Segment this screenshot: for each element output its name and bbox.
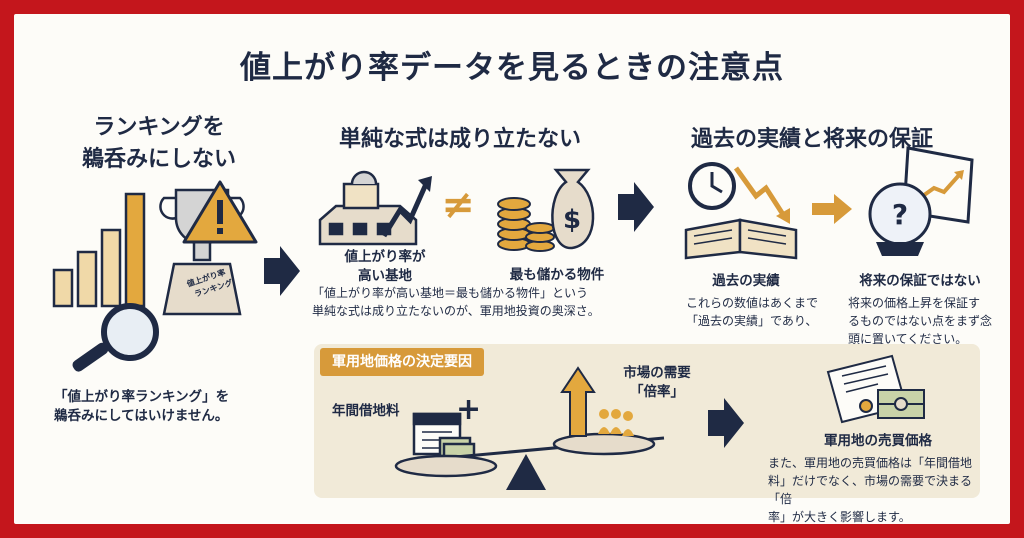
annual-rent-label: 年間借地料: [332, 403, 400, 419]
future-text: 将来の価格上昇を保証す るものではない点をまず念 頭に置いてください。: [848, 294, 998, 348]
military-base-icon: [318, 170, 418, 246]
arrow-right-icon: [618, 182, 654, 232]
sale-price-text-line-1: また、軍用地の売買価格は「年間借地: [768, 456, 973, 470]
formula-body-line-2: 単純な式は成り立たないのが、軍用地投資の奥深さ。: [312, 304, 600, 318]
future-text-line-1: 将来の価格上昇を保証す: [848, 296, 981, 310]
factors-tag: 軍用地価格の決定要因: [320, 348, 484, 376]
past-label: 過去の実績: [712, 273, 780, 289]
base-growth-illustration: [318, 170, 432, 246]
ranking-caption-line-2: 鵜呑みにしてはいけません。: [54, 408, 229, 424]
formula-right-label: 最も儲かる物件: [509, 267, 605, 283]
ranking-illustration: 値上がり率 ランキング: [52, 180, 258, 372]
people-demand-icon: [560, 366, 634, 437]
money-bag-icon: $: [551, 168, 595, 250]
contract-money-illustration: [826, 354, 925, 424]
future-text-line-3: 頭に置いてください。: [848, 332, 968, 346]
svg-text:$: $: [563, 205, 581, 235]
future-text-line-2: るものではない点をまず念: [848, 314, 993, 328]
future-illustration: ?: [868, 146, 974, 256]
small-arrow-icon: [812, 194, 852, 224]
not-equal-symbol: ≠: [441, 182, 475, 228]
market-demand-label: 市場の需要 「倍率」: [612, 364, 702, 402]
market-demand-line-1: 市場の需要: [623, 365, 691, 381]
ranking-heading-line-2: 鵜呑みにしない: [81, 147, 236, 172]
seesaw-icon: [394, 432, 665, 490]
past-future-heading: 過去の実績と将来の保証: [690, 127, 933, 152]
calendar-money-icon: [412, 412, 476, 464]
formula-left-label-line-1: 値上がり率が: [344, 249, 426, 265]
infographic-card: 値上がり率データを見るときの注意点 ランキングを 鵜呑みにしない 値上がり率 ラ…: [14, 14, 1010, 524]
coin-stack-icon: [497, 197, 555, 252]
sale-price-label: 軍用地の売買価格: [824, 433, 932, 449]
money-bag-illustration: $: [497, 168, 595, 252]
svg-text:?: ?: [892, 198, 908, 231]
market-demand-line-2: 「倍率」: [630, 384, 684, 400]
past-record-illustration: [684, 162, 798, 260]
formula-left-label-line-2: 高い基地: [358, 268, 412, 284]
formula-heading: 単純な式は成り立たない: [338, 127, 581, 152]
arrow-right-icon: [264, 246, 300, 296]
crystal-ball-icon: ?: [868, 182, 932, 256]
down-trend-arrow-icon: [733, 166, 790, 224]
sale-price-text-line-2: 料」だけでなく、市場の需要で決まる「倍: [768, 474, 973, 506]
ranking-heading-line-1: ランキングを: [93, 115, 225, 140]
ranking-caption: 「値上がり率ランキング」を 鵜呑みにしてはいけません。: [54, 388, 294, 426]
formula-left-label: 値上がり率が 高い基地: [330, 248, 440, 286]
sale-price-text-line-3: 率」が大きく影響します。: [768, 510, 911, 524]
open-book-icon: [684, 218, 798, 260]
past-text-line-2: 「過去の実績」であり、: [686, 314, 818, 328]
warning-icon: [182, 180, 258, 244]
ranking-heading: ランキングを 鵜呑みにしない: [54, 112, 264, 176]
balance-scale-illustration: [394, 366, 665, 490]
formula-body-line-1: 「値上がり率が高い基地＝最も儲かる物件」という: [312, 286, 589, 300]
sale-price-text: また、軍用地の売買価格は「年間借地 料」だけでなく、市場の需要で決まる「倍 率」…: [768, 454, 978, 526]
growth-arrow-icon: [381, 176, 432, 238]
money-stack-icon: [877, 389, 925, 419]
magnifier-icon: [72, 303, 159, 372]
ranking-caption-line-1: 「値上がり率ランキング」を: [54, 389, 230, 405]
past-text: これらの数値はあくまで 「過去の実績」であり、: [686, 294, 826, 330]
future-label: 将来の保証ではない: [859, 273, 981, 289]
bar-chart-icon: [52, 192, 146, 308]
clock-icon: [688, 162, 736, 210]
page-title: 値上がり率データを見るときの注意点: [240, 50, 784, 86]
arrow-right-icon: [708, 398, 744, 448]
past-text-line-1: これらの数値はあくまで: [686, 296, 819, 310]
formula-body: 「値上がり率が高い基地＝最も儲かる物件」という 単純な式は成り立たないのが、軍用…: [312, 284, 632, 320]
